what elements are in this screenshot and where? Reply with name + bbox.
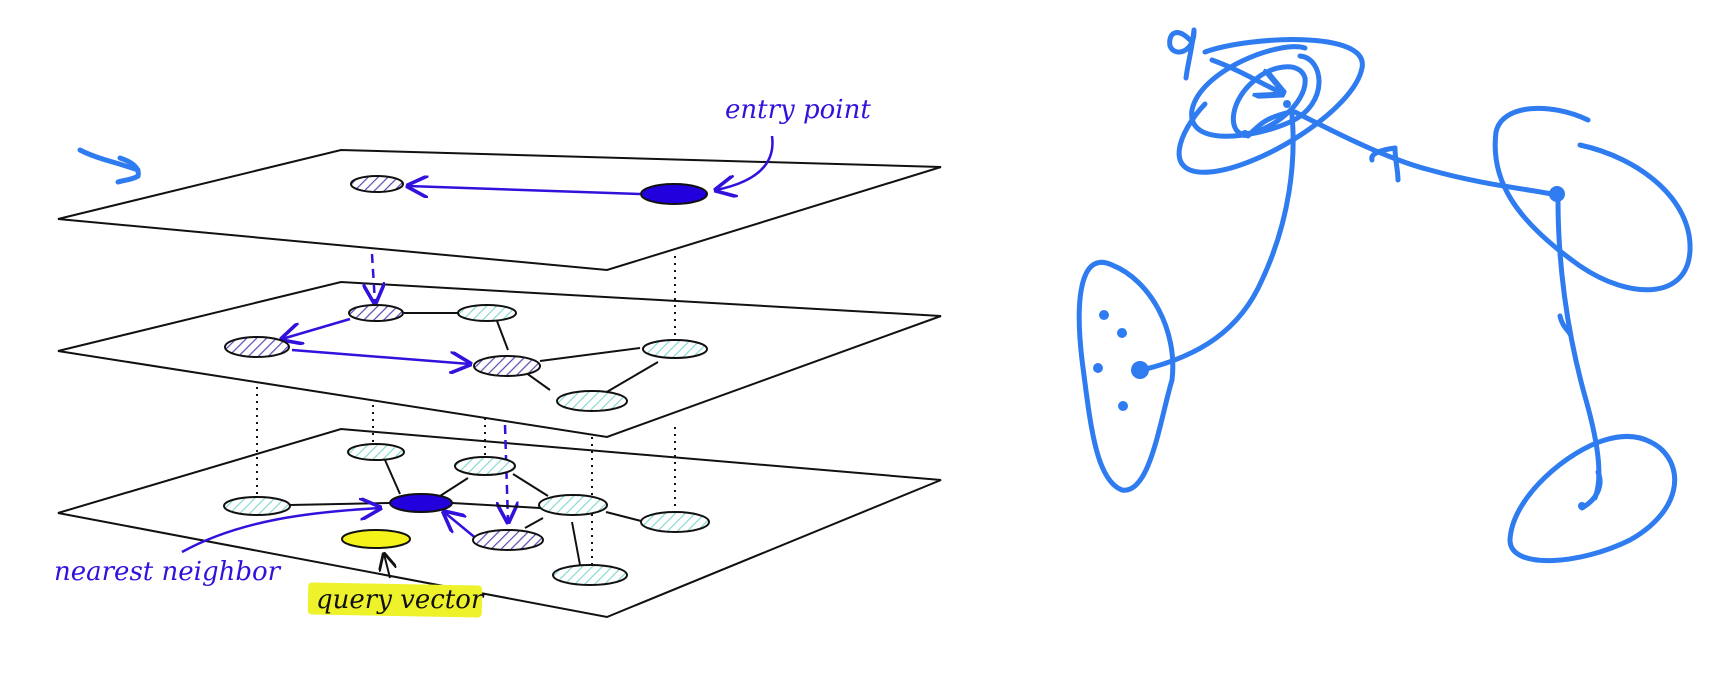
sketch-outer-loop (1176, 37, 1365, 175)
node (552, 564, 628, 586)
sketch-dots (1093, 100, 1586, 510)
nearest-neighbor-label: nearest neighbor (54, 557, 282, 587)
entry-point-label: entry point (725, 95, 871, 125)
query-node (341, 529, 411, 549)
middle-layer (224, 253, 708, 412)
node (640, 511, 710, 533)
node (348, 304, 404, 322)
node (224, 336, 290, 358)
node (538, 494, 608, 516)
node (454, 456, 516, 476)
query-vector-label: query vector (316, 585, 485, 615)
sketch-q (1167, 27, 1197, 81)
nearest-neighbor-node (389, 493, 453, 513)
layer-connectors (256, 256, 676, 575)
node (457, 304, 517, 322)
node (223, 496, 291, 516)
top-layer-plane (57, 148, 942, 272)
query-vector-highlight (307, 582, 483, 618)
node (347, 443, 405, 461)
hand-drawn-arrow-icon (77, 147, 141, 185)
hand-sketch (1076, 27, 1693, 564)
sketch-left-blob (1076, 259, 1176, 493)
node (642, 339, 708, 359)
sketch-right-loop (1492, 105, 1693, 293)
sketch-bottom-loop (1507, 434, 1678, 564)
entry-node (640, 183, 708, 205)
node (350, 175, 404, 193)
node (556, 390, 628, 412)
node (472, 529, 544, 551)
sketch-inner-loop (1189, 44, 1322, 139)
node (473, 355, 541, 377)
bottom-layer: query vector nearest neighbor (54, 424, 710, 618)
top-layer: entry point (350, 95, 871, 205)
